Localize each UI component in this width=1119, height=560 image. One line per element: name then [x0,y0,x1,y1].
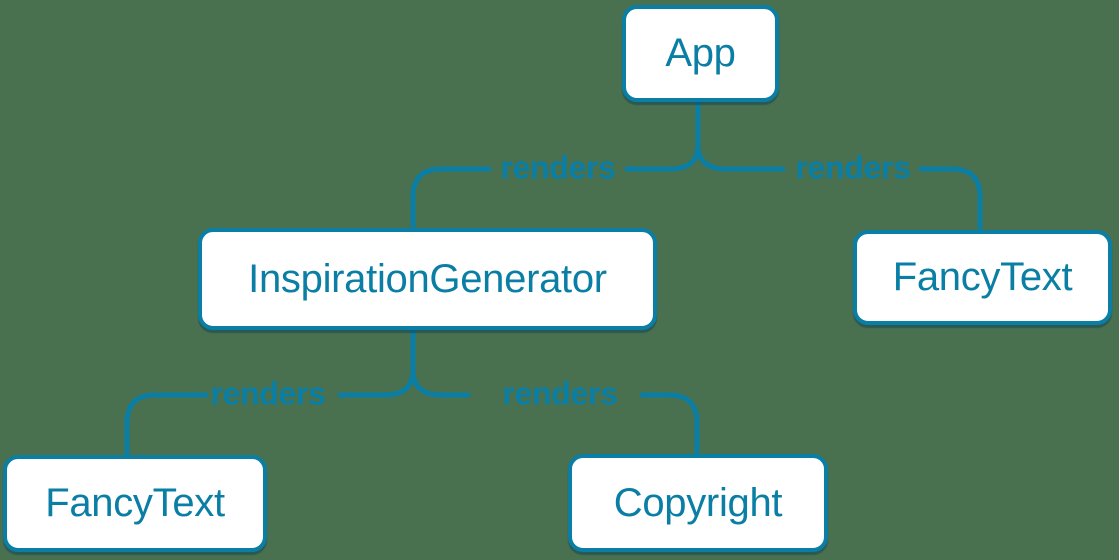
edge-app-to-fancytext-segment-to-node [918,166,983,231]
edge-inspirationgenerator-to-fancytext-segment-to-node [124,392,209,456]
edge-app-to-fancytext-segment-from-junction [695,101,786,172]
edge-inspirationgenerator-to-copyright-segment-from-junction [410,328,471,398]
edge-app-to-inspirationgenerator-segment-from-junction [624,101,701,172]
edge-app-to-inspirationgenerator-segment-to-node [410,166,492,229]
edge-inspirationgenerator-to-copyright-segment-to-node [639,392,700,455]
node-inspiration-generator: InspirationGenerator [198,228,657,330]
edge-label-app-fancytext: renders [795,149,911,186]
edge-label-app-inspirationgenerator: renders [500,149,616,186]
node-app: App [622,5,779,102]
node-fancy-text-bottom: FancyText [3,455,267,552]
node-copyright: Copyright [568,454,828,552]
edge-label-inspirationgenerator-fancytext: renders [210,375,326,412]
edge-label-inspirationgenerator-copyright: renders [502,375,618,412]
edge-inspirationgenerator-to-fancytext-segment-from-junction [337,328,416,398]
node-fancy-text-top: FancyText [853,230,1112,325]
